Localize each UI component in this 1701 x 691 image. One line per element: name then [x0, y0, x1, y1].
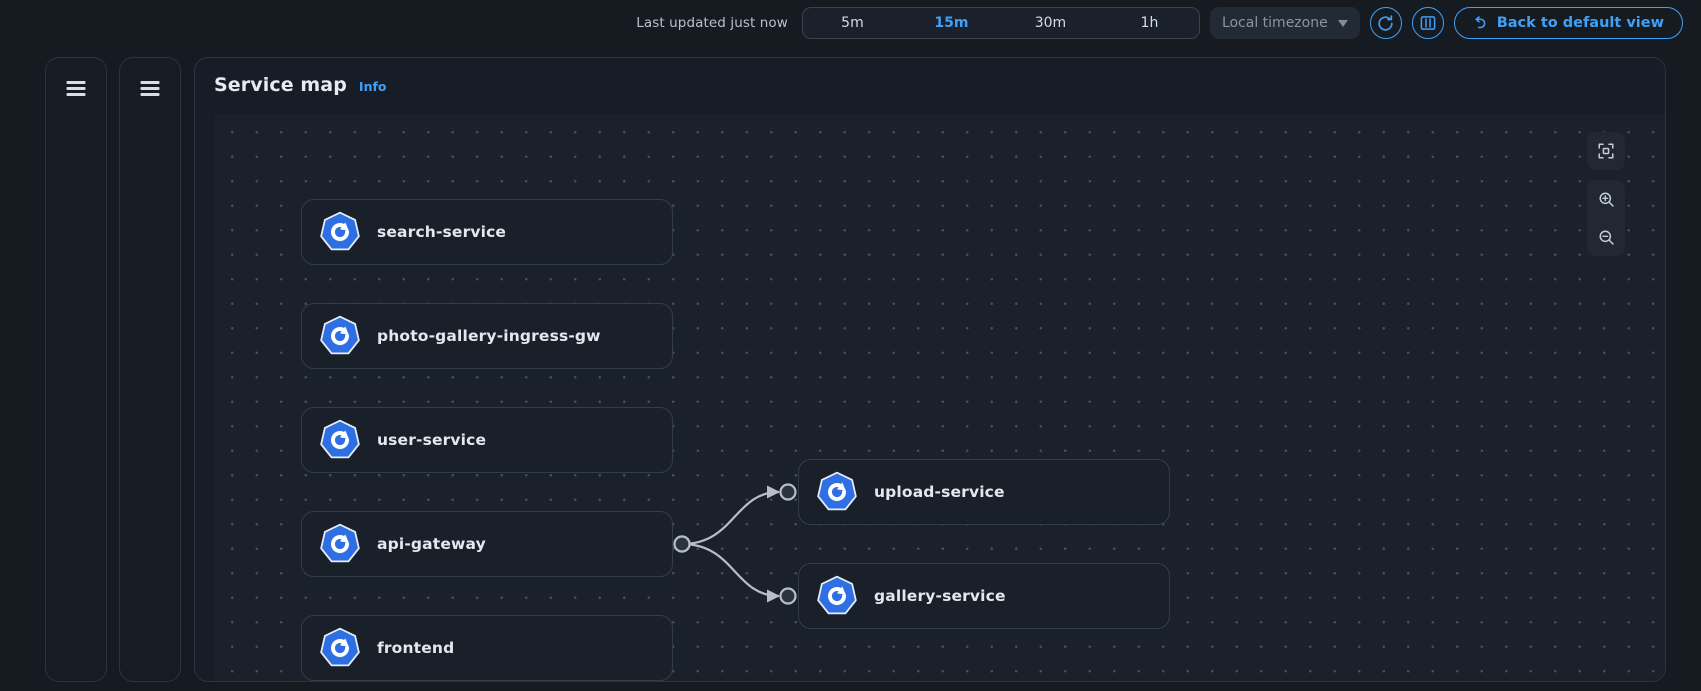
service-node-label: frontend [377, 639, 455, 657]
kubernetes-service-icon [320, 523, 360, 563]
graph-edge-api-gateway-to-upload-service [673, 483, 797, 553]
refresh-icon [1378, 14, 1393, 31]
service-node-label: gallery-service [874, 587, 1006, 605]
back-to-default-view-button[interactable]: Back to default view [1453, 7, 1683, 39]
left-nav-secondary [119, 57, 181, 682]
service-node-gallery-service[interactable]: gallery-service [798, 563, 1170, 629]
page-title: Service map [214, 74, 347, 96]
kubernetes-service-icon [320, 211, 360, 251]
columns-icon [1420, 16, 1436, 30]
service-node-user-service[interactable]: user-service [301, 407, 673, 473]
kubernetes-service-icon [320, 419, 360, 459]
service-node-upload-service[interactable]: upload-service [798, 459, 1170, 525]
back-to-default-view-label: Back to default view [1496, 15, 1664, 31]
service-node-label: search-service [377, 223, 507, 241]
undo-arrow-icon [1475, 16, 1486, 29]
service-node-label: photo-gallery-ingress-gw [377, 327, 601, 345]
preferences-button[interactable] [1411, 7, 1444, 39]
timezone-dropdown[interactable]: Local timezone [1209, 7, 1360, 39]
service-node-label: api-gateway [377, 535, 486, 553]
chevron-down-icon [1337, 19, 1348, 27]
service-node-photo-gallery-ingress-gw[interactable]: photo-gallery-ingress-gw [301, 303, 673, 369]
fit-screen-icon [1598, 143, 1614, 159]
kubernetes-service-icon [320, 627, 360, 667]
service-node-search-service[interactable]: search-service [301, 199, 673, 265]
top-toolbar: Last updated just now 5m 15m 30m 1h Loca… [0, 0, 1701, 46]
hamburger-icon[interactable] [66, 81, 86, 96]
time-range-selector[interactable]: 5m 15m 30m 1h [801, 7, 1200, 39]
refresh-button[interactable] [1369, 7, 1402, 39]
service-node-frontend[interactable]: frontend [301, 615, 673, 681]
zoom-in-button[interactable] [1587, 180, 1625, 218]
zoom-out-icon [1598, 229, 1614, 245]
service-map-canvas[interactable]: search-service photo-gallery-ingress-gw us… [215, 114, 1665, 681]
kubernetes-service-icon [320, 315, 360, 355]
fit-to-screen-box [1587, 132, 1625, 170]
zoom-out-button[interactable] [1587, 218, 1625, 256]
time-range-30m[interactable]: 30m [1001, 8, 1100, 38]
left-nav-primary [45, 57, 107, 682]
time-range-1h[interactable]: 1h [1100, 8, 1199, 38]
service-node-api-gateway[interactable]: api-gateway [301, 511, 673, 577]
time-range-5m[interactable]: 5m [803, 8, 902, 38]
zoom-in-out-box [1587, 180, 1625, 256]
fit-to-screen-button[interactable] [1587, 132, 1625, 170]
panel-header: Service map Info [214, 74, 387, 96]
graph-edge-api-gateway-to-gallery-service [673, 535, 797, 605]
zoom-controls [1587, 132, 1625, 256]
last-updated-text: Last updated just now [636, 15, 788, 31]
timezone-value: Local timezone [1221, 15, 1328, 31]
service-node-label: user-service [377, 431, 487, 449]
info-link[interactable]: Info [358, 79, 387, 94]
hamburger-icon[interactable] [140, 81, 160, 96]
kubernetes-service-icon [817, 471, 857, 511]
kubernetes-service-icon [817, 575, 857, 615]
zoom-in-icon [1598, 191, 1614, 207]
service-map-panel: Service map Info search-service photo-gal… [194, 57, 1666, 682]
time-range-15m[interactable]: 15m [902, 8, 1001, 38]
service-node-label: upload-service [874, 483, 1005, 501]
